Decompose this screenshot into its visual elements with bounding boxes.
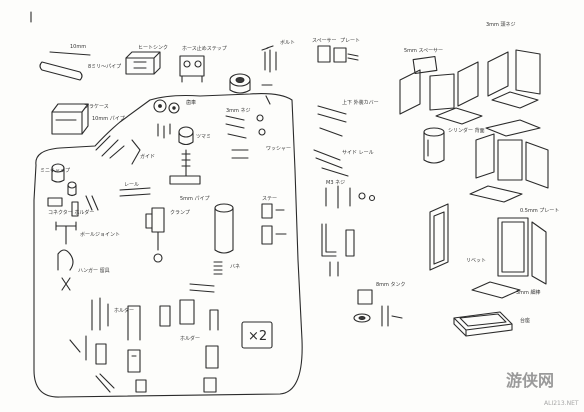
label-hanger: ハンガー 留具 xyxy=(78,267,110,274)
screws-right-sketch xyxy=(225,114,266,159)
knob-sketch xyxy=(178,126,194,177)
label-knob: ツマミ xyxy=(196,134,211,140)
label-hose-clamp: ホース止めステップ xyxy=(182,45,227,52)
label-heater-pipe: ヒートシンク xyxy=(138,45,168,51)
mid-bolts-sketch xyxy=(325,185,376,209)
label-gear: 歯車 xyxy=(186,99,196,106)
cylinder-parts-sketch xyxy=(51,163,77,197)
fittings-sketch xyxy=(47,195,99,217)
pipe-sketch xyxy=(39,51,91,81)
clamp-holder-sketch xyxy=(145,207,165,263)
label-ball-joint: ボールジョイント xyxy=(80,231,120,238)
mid-rods-sketch xyxy=(313,105,349,177)
label-clamp: クランプ xyxy=(170,210,190,216)
label-rivet: リベット xyxy=(466,258,486,264)
label-plastic-case: プラケース xyxy=(84,103,109,110)
label-10mm: 10mm xyxy=(70,44,86,50)
label-stay: ステー xyxy=(262,196,277,202)
bottom-parts-sketch xyxy=(69,297,219,393)
label-plate-front: 0.5mm プレート xyxy=(520,208,559,214)
quantity-x2-label: ×2 xyxy=(248,329,267,344)
exploded-box-middle xyxy=(469,119,549,203)
label-10mm-pipe: 10mm パイプ xyxy=(92,116,125,122)
label-3mm-screw-top: 3mm 頭ネジ xyxy=(486,22,516,28)
nozzle-sketch xyxy=(229,73,251,94)
label-base: 台座 xyxy=(520,317,530,324)
label-washer: ワッシャー xyxy=(266,146,291,152)
label-8mm-tank: 8mm タンク xyxy=(376,281,406,288)
exploded-box-top xyxy=(399,49,541,125)
parts-group-border xyxy=(33,93,303,398)
label-3mm-rod: 3mm 細棒 xyxy=(516,289,541,296)
pin-sketch xyxy=(261,84,273,105)
plates-sketch xyxy=(317,45,359,63)
label-rail: レール xyxy=(124,182,139,188)
label-upper-case: 上下 外装カバー xyxy=(342,99,379,106)
label-5mm-pipe: 5mm パイプ xyxy=(180,196,210,202)
label-bar-pipe: 8ミリ〜パイプ xyxy=(88,64,121,70)
right-holders-sketch xyxy=(261,203,287,245)
label-5mm-spacer: 5mm スペーサー xyxy=(404,48,443,54)
bracket-sketch xyxy=(125,51,161,75)
label-holder-b: ホルダー xyxy=(180,335,200,342)
label-spring: バネ xyxy=(230,264,240,270)
label-bolt: ボルト xyxy=(280,39,295,46)
watermark-mark-text: 游侠网 xyxy=(506,371,554,390)
label-spacer: スペーサー xyxy=(312,38,337,44)
small-bolts-sketch xyxy=(261,45,277,73)
label-plate: プレート xyxy=(340,38,360,44)
box-housing-sketch xyxy=(51,103,89,135)
label-end-cap: ミニキャップ xyxy=(40,168,70,174)
clip-sketch xyxy=(57,249,74,291)
watermark-site-text: ALI213.NET xyxy=(544,400,579,407)
cylinder-tank-sketch xyxy=(423,127,445,164)
nozzle-cap-sketch xyxy=(353,289,403,327)
pins-cluster-sketch xyxy=(157,123,171,139)
tube-sketch xyxy=(214,203,234,254)
watermark-logo: 游侠网 ALI213.NET xyxy=(506,371,579,407)
label-cylinder: シリンダー 背面 xyxy=(448,127,485,134)
clamp-sketch xyxy=(179,55,205,83)
label-m3-screw: M3 ネジ xyxy=(326,180,345,186)
label-holder-a: ホルダー xyxy=(114,307,134,314)
quantity-box xyxy=(241,321,273,349)
label-joint-holder: コネクター ホルダー xyxy=(48,209,94,216)
gear-sketch xyxy=(153,99,180,114)
exploded-box-lower xyxy=(429,203,547,299)
l-bracket-sketch xyxy=(321,223,355,277)
label-3mm-screw: 3mm ネジ xyxy=(226,108,251,114)
label-guide: ガイド xyxy=(140,153,155,160)
spring-sketch xyxy=(189,261,223,293)
rail-sketch xyxy=(119,175,201,197)
rods-sketch xyxy=(95,135,141,165)
base-plate-sketch xyxy=(453,311,513,337)
label-side-rail: サイド レール xyxy=(342,150,374,156)
tee-sketch xyxy=(55,221,77,245)
